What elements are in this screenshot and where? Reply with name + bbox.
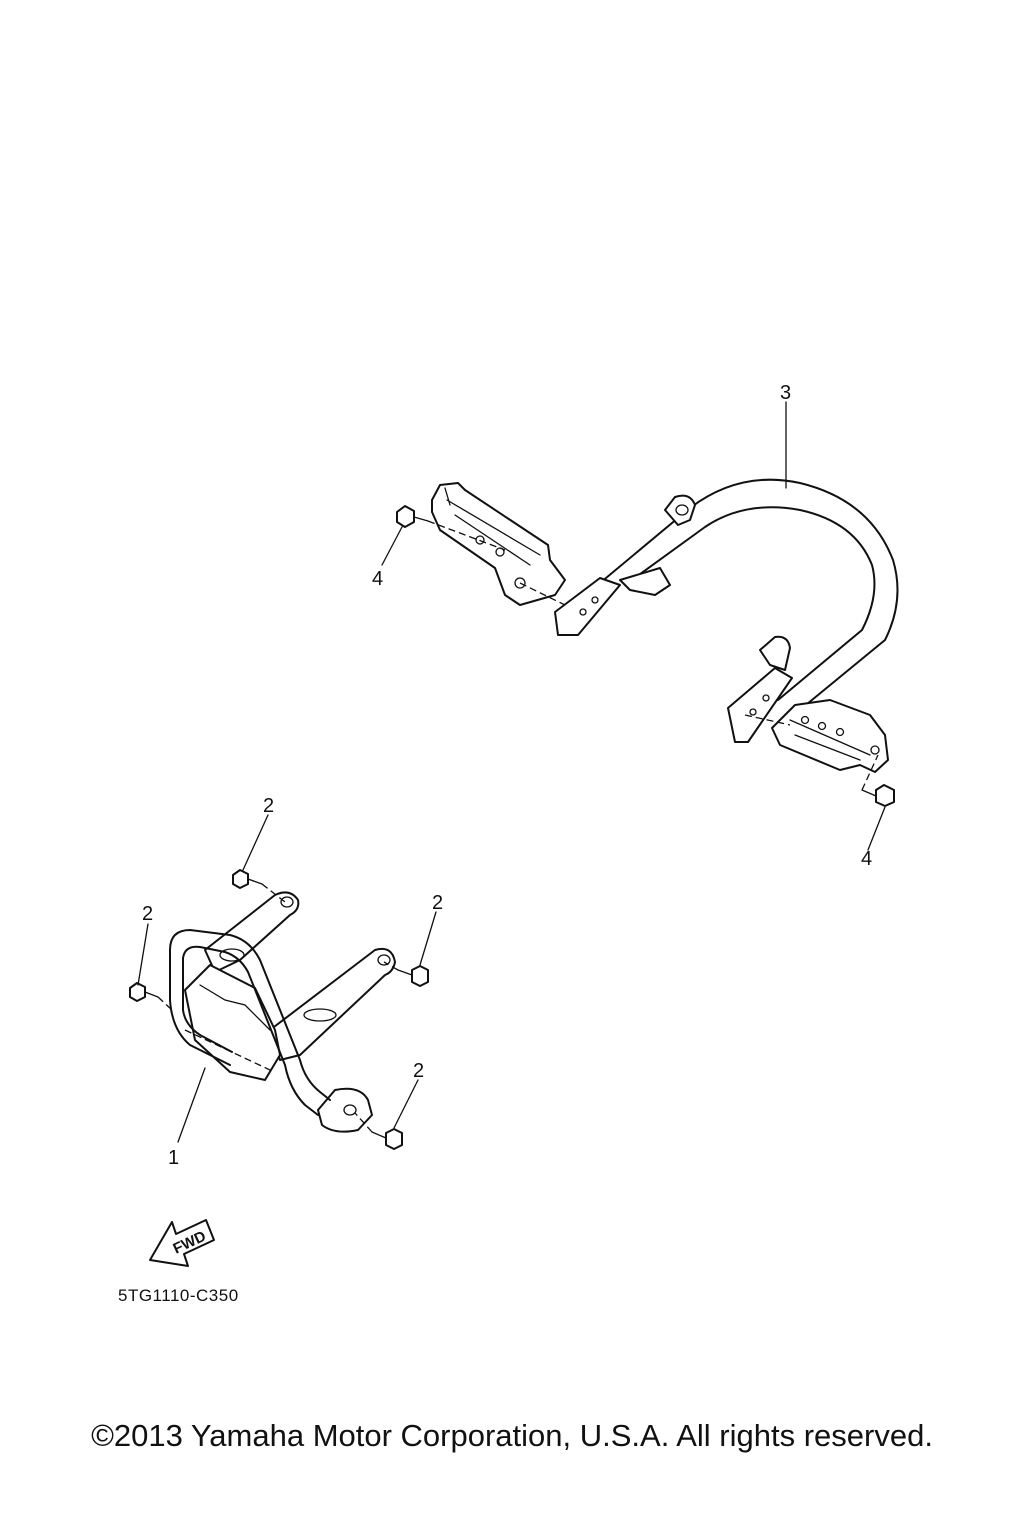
diagram-code: 5TG1110-C350 — [118, 1286, 239, 1305]
lower-frame-bracket — [771, 699, 889, 773]
bolt-2-left — [129, 982, 159, 1002]
bolt-4-lower — [861, 784, 895, 807]
copyright-notice: ©2013 Yamaha Motor Corporation, U.S.A. A… — [91, 1418, 933, 1453]
leader-lines — [137, 401, 886, 1143]
bolt-2-lower — [371, 1128, 403, 1150]
callout-3: 3 — [780, 382, 791, 404]
callout-2-left: 2 — [142, 903, 153, 925]
front-guard-bar — [169, 891, 396, 1133]
callout-4-upper: 4 — [372, 568, 383, 590]
bolt-2-right — [397, 965, 429, 987]
callout-2-lower: 2 — [413, 1060, 424, 1082]
bolt-2-upper — [232, 869, 263, 889]
callout-2-right: 2 — [432, 892, 443, 914]
fwd-arrow-icon: FWD — [149, 1219, 215, 1267]
assembly-lines — [157, 520, 879, 1133]
callout-1: 1 — [168, 1147, 179, 1169]
callout-2-upper: 2 — [263, 795, 274, 817]
upper-frame-bracket — [431, 482, 566, 606]
callout-4-lower: 4 — [861, 848, 872, 870]
rear-guard-bar — [554, 478, 899, 743]
bolt-4-upper — [396, 505, 429, 528]
